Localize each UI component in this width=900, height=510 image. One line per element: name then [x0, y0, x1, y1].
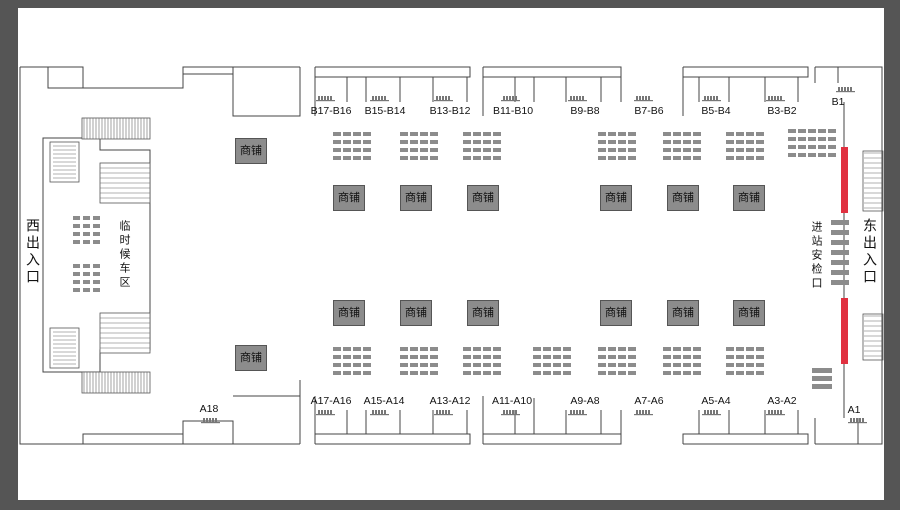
- gate-label-a7-a6[interactable]: A7-A6: [634, 395, 664, 407]
- seat-block: [663, 132, 701, 160]
- east-entrance-label[interactable]: 东出入口: [861, 218, 877, 286]
- seat-block: [73, 216, 100, 244]
- gate-label-a3-a2[interactable]: A3-A2: [767, 395, 797, 407]
- turnstile-icon: [501, 96, 520, 102]
- seat-block: [400, 347, 438, 375]
- turnstile-icon: [201, 418, 220, 424]
- waiting-area-label: 临时候车区: [118, 220, 131, 290]
- seat-block: [533, 347, 571, 375]
- gate-label-a18[interactable]: A18: [199, 403, 219, 415]
- shop[interactable]: 商铺: [667, 185, 699, 211]
- seating-blocks: [73, 129, 836, 375]
- turnstile-icon: [634, 96, 653, 102]
- seat-block: [463, 347, 501, 375]
- gate-label-a15-a14[interactable]: A15-A14: [363, 395, 405, 407]
- gate-label-a17-a16[interactable]: A17-A16: [310, 395, 352, 407]
- turnstile-icon: [702, 410, 721, 416]
- seat-block: [333, 132, 371, 160]
- gate-label-a9-a8[interactable]: A9-A8: [570, 395, 600, 407]
- shop[interactable]: 商铺: [235, 345, 267, 371]
- seat-block: [726, 132, 764, 160]
- gate-label-b17-b16[interactable]: B17-B16: [310, 105, 352, 117]
- shop[interactable]: 商铺: [600, 185, 632, 211]
- turnstile-icon: [434, 96, 453, 102]
- gate-label-a1[interactable]: A1: [847, 404, 861, 416]
- gate-label-a11-a10[interactable]: A11-A10: [491, 395, 533, 407]
- shop[interactable]: 商铺: [235, 138, 267, 164]
- gate-label-b3-b2[interactable]: B3-B2: [767, 105, 797, 117]
- shop[interactable]: 商铺: [400, 300, 432, 326]
- turnstile-icon: [836, 87, 855, 93]
- seat-block: [598, 347, 636, 375]
- gate-label-b1[interactable]: B1: [831, 96, 845, 108]
- shop[interactable]: 商铺: [333, 300, 365, 326]
- turnstile-icon: [370, 96, 389, 102]
- floor-plan-lines: [19, 66, 884, 445]
- turnstile-icon: [316, 96, 335, 102]
- seat-block: [726, 347, 764, 375]
- turnstile-icon: [766, 96, 785, 102]
- shop[interactable]: 商铺: [667, 300, 699, 326]
- shop[interactable]: 商铺: [733, 185, 765, 211]
- gate-label-a13-a12[interactable]: A13-A12: [429, 395, 471, 407]
- turnstile-icon: [766, 410, 785, 416]
- shop[interactable]: 商铺: [400, 185, 432, 211]
- seat-block: [333, 347, 371, 375]
- shop[interactable]: 商铺: [333, 185, 365, 211]
- turnstile-icon: [568, 410, 587, 416]
- turnstile-icon: [370, 410, 389, 416]
- floor-plan: 商铺 商铺 商铺 商铺 商铺 商铺 商铺 商铺 商铺 商铺 商铺 商铺 商铺 商…: [18, 8, 884, 500]
- shop[interactable]: 商铺: [467, 300, 499, 326]
- seat-block: [463, 132, 501, 160]
- seat-block: [73, 264, 100, 292]
- shop[interactable]: 商铺: [467, 185, 499, 211]
- shop[interactable]: 商铺: [733, 300, 765, 326]
- turnstile-icon: [568, 96, 587, 102]
- turnstile-icon: [316, 410, 335, 416]
- seat-block: [788, 129, 836, 157]
- gate-label-b7-b6[interactable]: B7-B6: [634, 105, 664, 117]
- turnstile-icon: [434, 410, 453, 416]
- gate-label-b15-b14[interactable]: B15-B14: [364, 105, 406, 117]
- west-entrance-label[interactable]: 西出入口: [24, 218, 40, 286]
- seat-block: [598, 132, 636, 160]
- turnstile-icon: [501, 410, 520, 416]
- gate-label-b9-b8[interactable]: B9-B8: [570, 105, 600, 117]
- security-gate: [841, 138, 848, 374]
- gate-label-b13-b12[interactable]: B13-B12: [429, 105, 471, 117]
- turnstile-icon: [848, 418, 867, 424]
- seat-block: [400, 132, 438, 160]
- shop[interactable]: 商铺: [600, 300, 632, 326]
- gate-label-b11-b10[interactable]: B11-B10: [492, 105, 534, 117]
- turnstile-icon: [702, 96, 721, 102]
- gate-label-a5-a4[interactable]: A5-A4: [701, 395, 731, 407]
- security-check-label: 进站安检口: [810, 221, 823, 291]
- turnstiles: [201, 87, 867, 424]
- seat-block: [663, 347, 701, 375]
- turnstile-icon: [634, 410, 653, 416]
- gate-label-b5-b4[interactable]: B5-B4: [701, 105, 731, 117]
